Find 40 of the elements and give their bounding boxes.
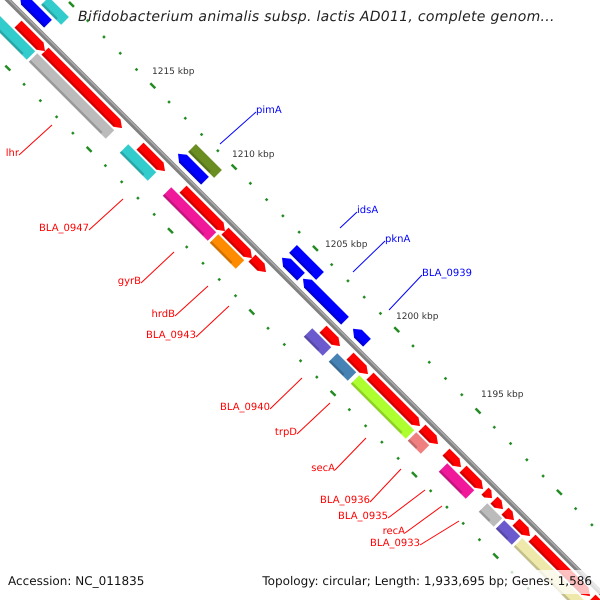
gene-label: pknA (385, 234, 410, 245)
leader-line (334, 438, 366, 470)
leader-line (270, 378, 302, 410)
gene-label: lhr (6, 148, 19, 159)
gene-label: BLA_0940 (220, 402, 270, 413)
tick-label: 1200 kbp (396, 312, 438, 322)
gene-label: BLA_0947 (39, 223, 89, 234)
leader-line (88, 198, 124, 230)
leader-line (352, 240, 386, 272)
gene-label: BLA_0936 (320, 495, 370, 506)
gene-label: idsA (357, 205, 378, 216)
leader-line (420, 520, 460, 546)
leader-line (220, 112, 256, 144)
tick-label: 1210 kbp (232, 150, 274, 160)
gene-label: secA (311, 463, 335, 474)
leader-line (18, 124, 52, 156)
leader-line (196, 306, 230, 338)
leader-line (370, 468, 402, 502)
leader-line (296, 402, 330, 434)
tick-label: 1205 kbp (325, 240, 368, 250)
genome-info-text: Topology: circular; Length: 1,933,695 bp; Genes: 1,586 (262, 574, 592, 588)
leader-line (140, 252, 174, 284)
leader-line (388, 274, 422, 310)
map-title: Bifidobacterium animalis subsp. lactis AD011, complete genom... (78, 9, 555, 25)
gene-label: recA (382, 526, 405, 537)
gene-label: BLA_0935 (338, 511, 388, 522)
gene-label: BLA_0933 (370, 538, 420, 549)
leader-line (388, 490, 426, 518)
gene-label: gyrB (118, 276, 141, 287)
gene-label: pimA (256, 105, 282, 116)
accession-text: Accession: NC_011835 (8, 574, 144, 588)
tick-label: 1195 kbp (481, 390, 524, 400)
leader-line (340, 212, 358, 228)
gene-label: BLA_0943 (146, 330, 196, 341)
gene-label: hrdB (152, 309, 175, 320)
leader-line (174, 286, 208, 316)
gene-label: trpD (274, 427, 297, 438)
gene-label: BLA_0939 (422, 268, 472, 279)
tick-label: 1215 kbp (152, 67, 194, 77)
leader-line (404, 506, 442, 534)
